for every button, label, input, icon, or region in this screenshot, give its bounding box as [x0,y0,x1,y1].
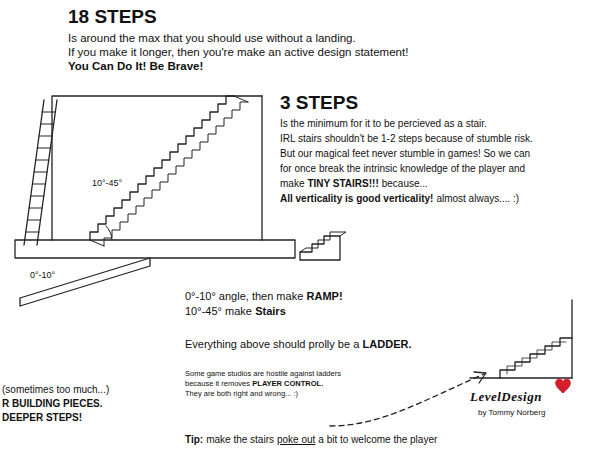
note-text: Everything above should prolly be a [185,338,359,350]
text-line: Some game studios are hostile against la… [185,370,341,379]
corner-stairs-edge [507,342,566,374]
text-line: (sometimes too much...) [2,384,109,396]
wall-edge [261,96,262,240]
dashed-arrow [330,374,484,426]
base-block [15,240,295,258]
text-line: for once break the intrinsic knowledge o… [280,163,525,175]
small-stair-top [300,232,346,252]
text-line: All verticality is good verticality!almo… [280,193,519,205]
note-text: by Tommy Norberg [478,408,545,417]
note-text: If you make it longer, then you're make … [68,46,408,58]
note-text: 10°-45° make [185,305,252,317]
text-line: DEEPER STEPS! [2,412,82,424]
stair-side [90,240,104,246]
note-text: 0°-10° angle, then make [185,290,303,302]
note-text: almost always.... :) [436,193,519,204]
note-text: because it removes [185,379,250,388]
note-text: because... [382,178,428,189]
note-text: DEEPER STEPS! [2,412,82,423]
note-text: TINY STAIRS!!! [307,178,378,189]
text-line: because it removesPLAYER CONTROL. [185,380,323,389]
note-text: a bit to welcome the player [318,434,437,445]
stair-side [234,96,248,102]
logo-text: LevelDesign [470,389,542,404]
note-text: 0°-10° [30,270,55,280]
text-line: Everything above should prolly be a LADDE… [185,338,411,351]
note-text: IRL stairs shouldn't be 1-2 steps becaus… [280,133,533,144]
arrow-head [474,372,486,383]
note-text: (sometimes too much...) [2,384,109,395]
note-text: make [280,178,304,189]
angle-arc [106,226,112,240]
text-line: 10°-45° [92,178,122,188]
note-text: 3 STEPS [280,92,358,113]
text-line: Is the minimum for it to be percieved as… [280,118,487,130]
note-text: 10°-45° [92,178,122,188]
text-line: Is around the max that you should use wi… [68,32,356,45]
stair-front-edge [104,102,248,246]
note-text: RAMP! [307,290,343,302]
text-line: If you make it longer, then you're make … [68,46,408,59]
note-text: They are both right and wrong... :) [185,389,298,398]
ramp [20,258,150,306]
note-text: Some game studios are hostile against la… [185,369,341,378]
text-line: R BUILDING PIECES. [2,398,103,410]
stair-profile [90,96,234,240]
text-line: 10°-45° makeStairs [185,305,286,318]
corner-wall [571,300,572,378]
corner-floor [470,377,572,378]
text-line: makeTINY STAIRS!!! because... [280,178,428,190]
text-line: 18 STEPS [68,6,157,28]
note-text: make the stairs [206,434,274,445]
note-text: 18 STEPS [68,6,157,27]
note-text: for once break the intrinsic knowledge o… [280,163,525,174]
text-line: 0°-10° [30,270,55,280]
text-line: You Can Do It! Be Brave! [68,60,203,73]
text-line: LevelDesign [470,390,542,405]
text-line: But our magical feet never stumble in ga… [280,148,530,160]
note-text: LADDER. [363,338,412,350]
note-text: Is around the max that you should use wi… [68,32,356,44]
ladder-rungs [26,112,55,232]
note-text: Stairs [255,305,286,317]
text-line: They are both right and wrong... :) [185,390,298,399]
text-line: 0°-10° angle, then make RAMP! [185,290,343,303]
text-line: IRL stairs shouldn't be 1-2 steps becaus… [280,133,533,145]
text-line: Tip:make the stairspoke outa bit to welc… [185,434,437,446]
corner-stairs [500,338,572,378]
note-text: poke out [277,434,315,445]
note-text: R BUILDING PIECES. [2,398,103,409]
note-text: PLAYER CONTROL. [252,379,323,388]
note-text: All verticality is good verticality! [280,193,433,204]
note-text: Is the minimum for it to be percieved as… [280,118,487,129]
note-text: Tip: [185,434,203,445]
heart-icon [556,379,571,393]
note-text: But our magical feet never stumble in ga… [280,148,530,159]
text-line: by Tommy Norberg [478,408,545,417]
text-line: 3 STEPS [280,92,358,114]
note-text: You Can Do It! Be Brave! [68,60,203,72]
